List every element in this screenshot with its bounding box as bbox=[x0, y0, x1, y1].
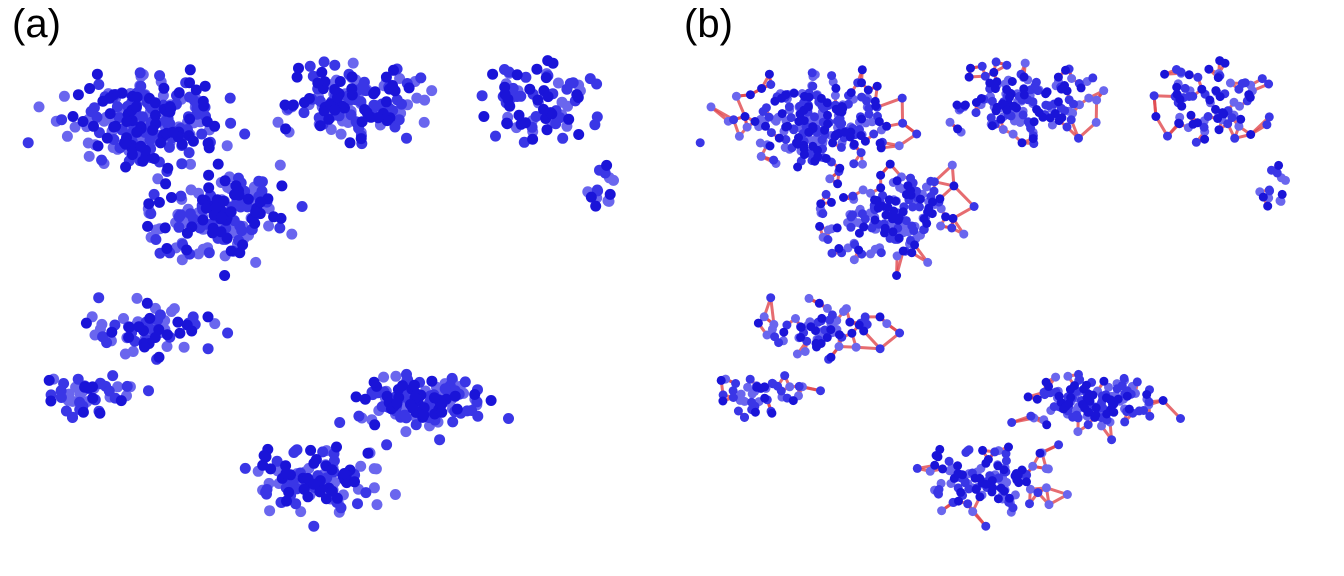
atom-layer bbox=[695, 56, 1290, 531]
panel-a-label: (a) bbox=[12, 2, 61, 46]
atom-layer bbox=[22, 55, 619, 532]
panel-a: (a) bbox=[12, 2, 619, 532]
panel-b-label: (b) bbox=[684, 2, 733, 46]
atom-cloud-image bbox=[22, 55, 619, 532]
panel-b: (b) bbox=[672, 0, 1344, 576]
bonded-atom-network-image bbox=[695, 56, 1290, 531]
